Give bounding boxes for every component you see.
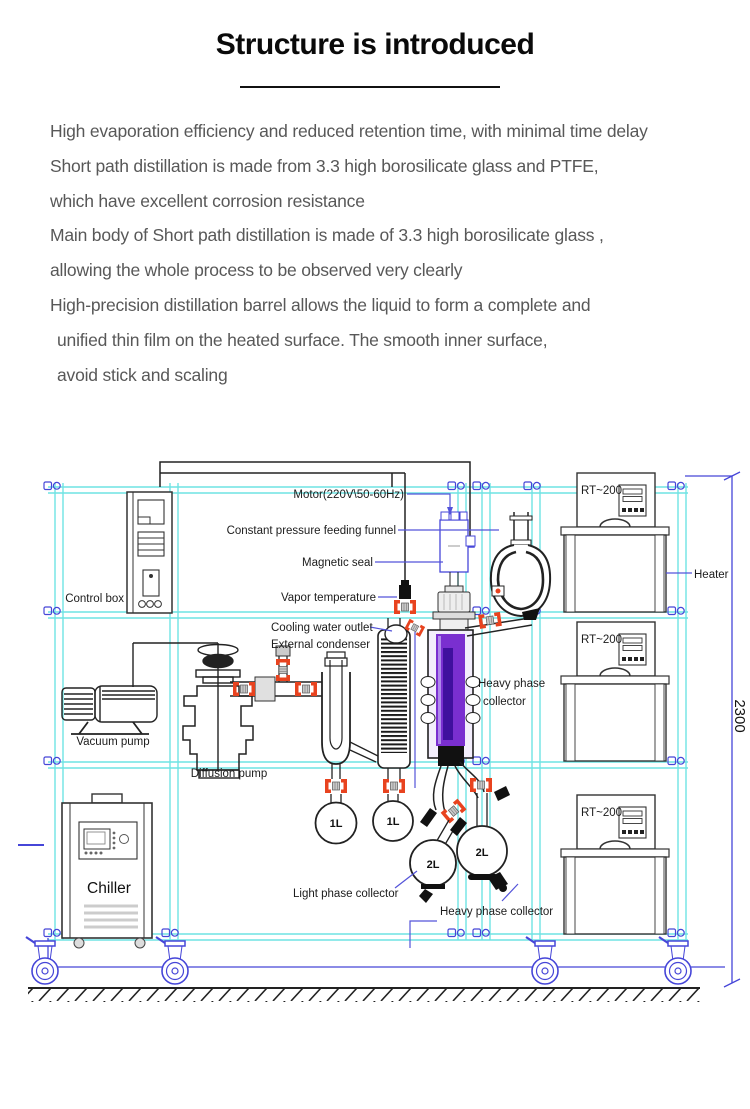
vacuum-pump-label: Vacuum pump [76, 736, 149, 748]
flask-2l-right-label: 2L [476, 847, 489, 859]
intro-line: which have excellent corrosion resistanc… [50, 190, 365, 211]
leader-lines [369, 493, 692, 902]
casters [24, 935, 693, 986]
flask-1l-right-label: 1L [387, 816, 400, 828]
cooling-water-outlet-label: Cooling water outlet [271, 622, 373, 634]
heavy-phase-collector-column-label-2: collector [483, 696, 526, 708]
intro-line: High-precision distillation barrel allow… [50, 294, 591, 315]
heavy-phase-collector-column-label-1: Heavy phase [478, 678, 545, 690]
motor-assembly [432, 511, 476, 631]
feeding-funnel-kettle [489, 512, 552, 620]
cold-trap [321, 651, 379, 779]
vapor-temperature-label: Vapor temperature [281, 592, 376, 604]
title-underline [240, 86, 500, 88]
intro-line: avoid stick and scaling [57, 364, 228, 385]
vapor-temperature-probe [384, 580, 426, 644]
intro-line: Main body of Short path distillation is … [50, 225, 604, 246]
control-box-label: Control box [65, 593, 124, 605]
chiller-unit [61, 793, 153, 949]
page-title: Structure is introduced [215, 28, 535, 61]
evaporator-column [420, 611, 533, 813]
light-phase-collector-label: Light phase collector [293, 888, 399, 900]
ground [28, 987, 700, 1002]
control-box [126, 491, 173, 614]
intro-line: unified thin film on the heated surface.… [57, 329, 548, 350]
heater-model-2: RT~200 [581, 634, 622, 646]
receiving-flasks: 1L 1L 2L 2L [314, 777, 510, 903]
flask-2l-left-label: 2L [427, 859, 440, 871]
heater-model-3: RT~200 [581, 807, 622, 819]
heater-label: Heater [694, 569, 729, 581]
heater-units: RT~200 RT~200 RT~200 [560, 472, 670, 935]
heavy-phase-collector-label: Heavy phase collector [440, 906, 553, 918]
intro-line: Short path distillation is made from 3.3… [50, 155, 599, 176]
intro-line: High evaporation efficiency and reduced … [50, 121, 648, 141]
feeding-funnel-label: Constant pressure feeding funnel [227, 525, 396, 537]
flask-1l-left-label: 1L [330, 818, 343, 830]
vacuum-pipeline [230, 645, 322, 702]
diffusion-pump [182, 643, 254, 779]
magnetic-seal-label: Magnetic seal [302, 557, 373, 569]
intro-paragraph: High evaporation efficiency and reduced … [50, 114, 730, 392]
blue-guides [409, 632, 437, 948]
intro-line: allowing the whole process to be observe… [50, 260, 463, 281]
dimension-annotation: 2300 [18, 471, 748, 988]
external-condenser-label: External condenser [271, 639, 370, 651]
external-condenser [377, 618, 411, 779]
heater-model-1: RT~200 [581, 485, 622, 497]
diffusion-pump-label: Diffusion pump [191, 768, 268, 780]
vacuum-pump [61, 642, 218, 735]
chiller-label: Chiller [87, 880, 131, 897]
motor-label: Motor(220V\50-60Hz) [293, 489, 404, 501]
diagram-labels: Motor(220V\50-60Hz) Constant pressure fe… [65, 489, 728, 918]
dimension-2300: 2300 [731, 699, 748, 732]
